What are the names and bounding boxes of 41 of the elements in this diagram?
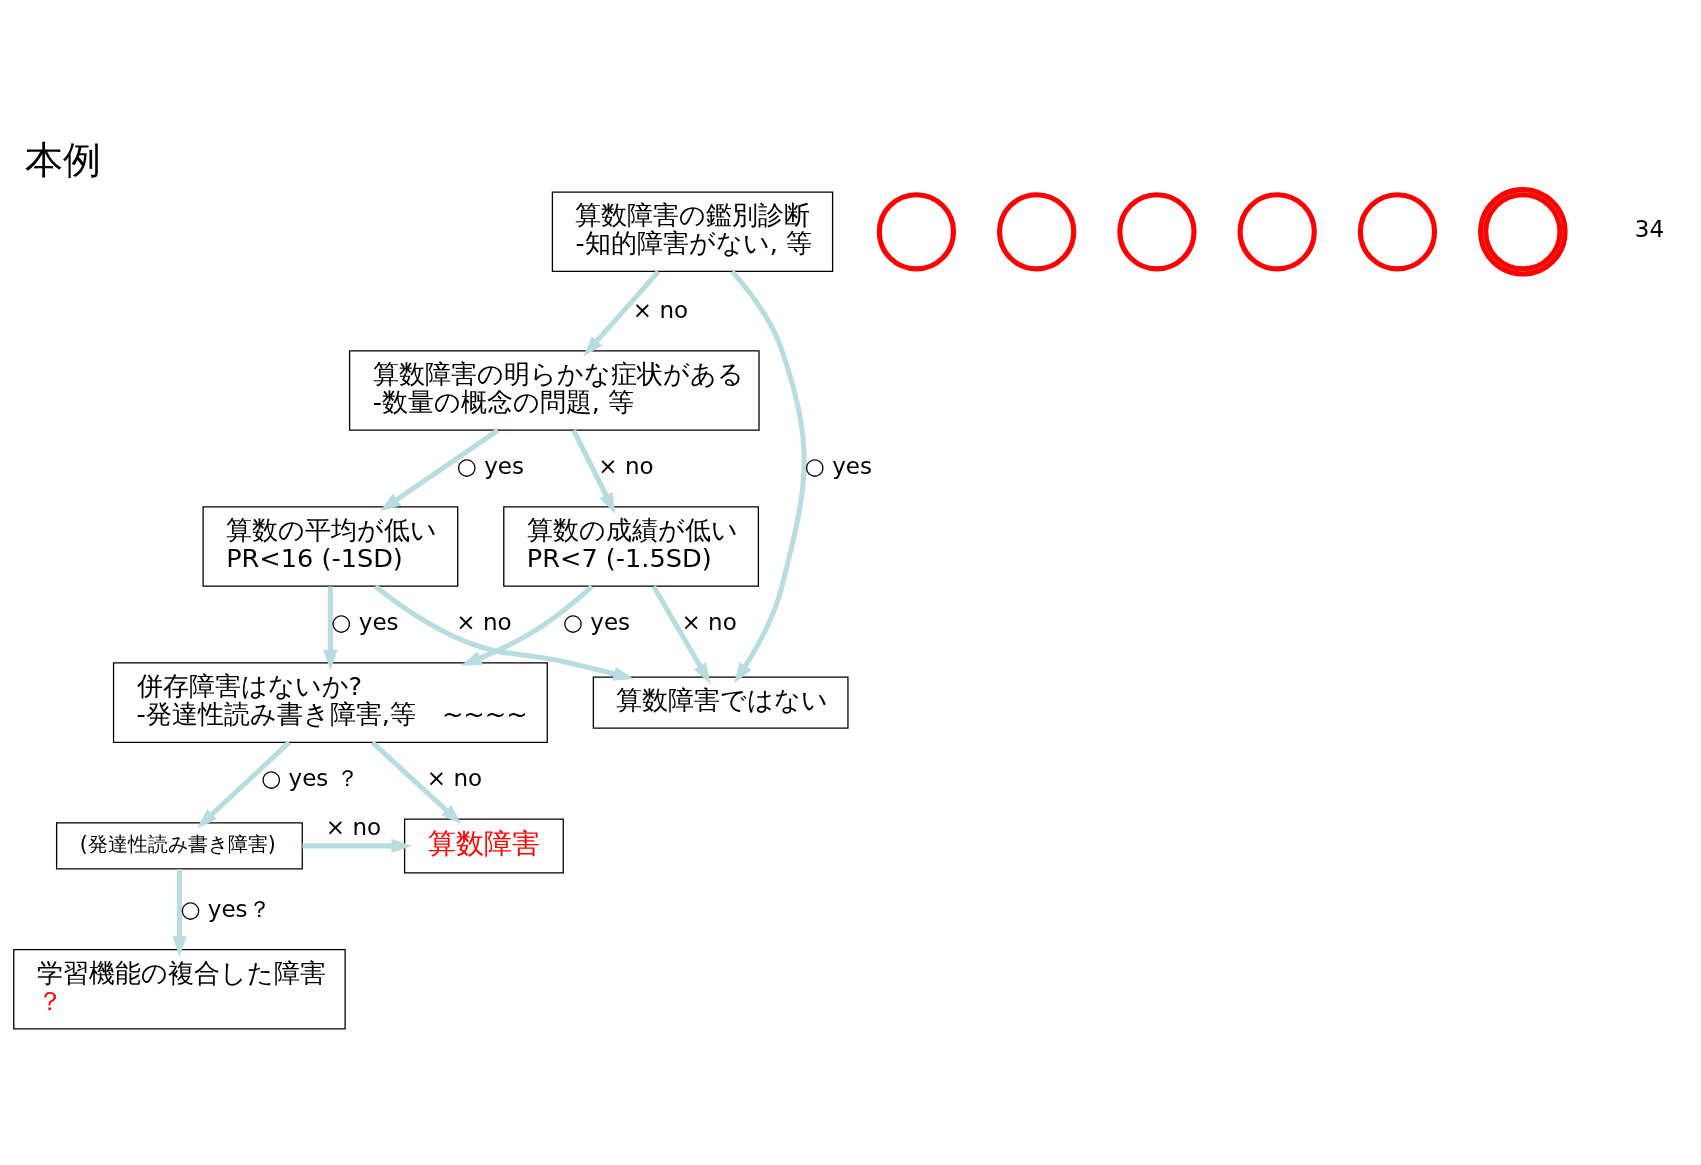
node-circle — [997, 191, 1077, 271]
node-box: 算数障害 — [404, 817, 564, 873]
edge-label: ○ yes — [456, 452, 524, 479]
node-box: 算数障害ではない — [592, 675, 849, 729]
arrow — [172, 868, 187, 957]
edge-label: × no — [456, 608, 512, 635]
arrow — [323, 586, 338, 670]
arrow — [583, 269, 661, 356]
edge-label: ○ yes ？ — [261, 764, 359, 791]
edge-label: ○ yes — [804, 452, 872, 479]
arrow — [651, 584, 711, 684]
arrow — [197, 740, 291, 828]
node-circle — [1478, 186, 1568, 277]
edge-label: × no — [681, 608, 737, 635]
node-box: 算数障害の鑑別診断 -知的障害がない, 等 — [551, 191, 834, 272]
arrow — [380, 427, 500, 511]
arrow — [571, 428, 616, 513]
arrow — [373, 584, 635, 681]
arrow — [461, 584, 594, 666]
node-box: (発達性読み書き障害) — [55, 821, 303, 870]
arrow — [730, 269, 807, 683]
edge-label: × no — [325, 813, 382, 840]
label: 34 — [1634, 215, 1665, 242]
edge-label: × no — [426, 764, 483, 791]
node-circle — [1237, 191, 1317, 271]
node-box: 算数障害の明らかな症状がある -数量の概念の問題, 等 — [348, 349, 760, 431]
edge-label: ○ yes — [562, 608, 631, 635]
node-circle — [1357, 191, 1438, 271]
arrow — [302, 838, 412, 853]
edge-label: ○ yes？ — [180, 895, 271, 922]
edge-label: × no — [632, 296, 689, 323]
node-box: 学習機能の複合した障害 ？ — [13, 948, 346, 1030]
diagram-title: 本例 — [25, 136, 102, 182]
node-box: 算数の平均が低い PR<16 (-1SD) — [202, 505, 459, 587]
node-circle — [876, 191, 957, 271]
edge-label: × no — [598, 452, 654, 479]
node-box: 算数の成績が低い PR<7 (-1.5SD) — [503, 505, 759, 587]
node-box: 併存障害はないか? -発達性読み書き障害,等 ~~~~ — [112, 661, 548, 743]
edge-label: ○ yes — [331, 608, 399, 635]
arrow — [370, 740, 462, 824]
node-circle — [1117, 191, 1197, 271]
